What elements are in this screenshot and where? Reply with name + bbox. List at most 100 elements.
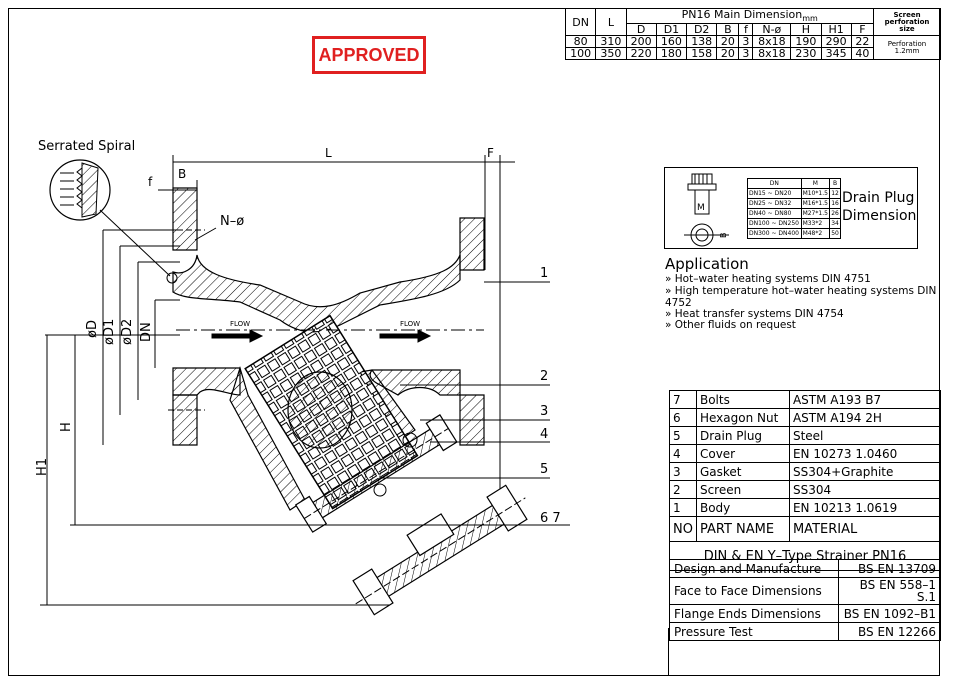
cell: 345	[820, 47, 852, 61]
strainer-drawing: Serrated Spiral L F f B N–ø	[35, 139, 570, 616]
cell: Screen	[695, 480, 790, 499]
cell: M10*1.5	[800, 188, 831, 199]
left-flange-top	[172, 187, 198, 251]
list-item: 4752	[665, 297, 692, 309]
dim-f-label: F	[487, 146, 494, 160]
cell: Bolts	[695, 390, 790, 409]
cell: Steel	[788, 426, 942, 445]
cell: 20	[716, 35, 740, 49]
cell: Flange Ends Dimensions	[669, 604, 839, 623]
cell: 4	[669, 444, 697, 463]
cell: B	[829, 178, 841, 189]
cell: BS EN 13709	[838, 559, 941, 578]
right-flange-top	[459, 217, 485, 271]
dim-h-label: H	[59, 422, 74, 432]
drain-plug-title: Drain Plug Dimension	[842, 190, 917, 224]
cell: 8x18	[752, 47, 792, 61]
cell: DN100 ~ DN250	[747, 218, 802, 229]
cell: Drain Plug	[695, 426, 790, 445]
cell: 160	[655, 35, 688, 49]
body-upper-wall	[172, 254, 461, 333]
cell: Body	[695, 498, 790, 517]
cell: 190	[790, 35, 822, 49]
col-ff: F	[850, 23, 875, 37]
body-lower-left	[172, 367, 241, 396]
cell: MATERIAL	[788, 516, 942, 542]
callout-6-7: 6 7	[540, 511, 561, 526]
cell: 138	[686, 35, 718, 49]
cell: M48*2	[800, 228, 831, 239]
main-dimension-table: DN L PN16 Main Dimensionmm Screen perfor…	[564, 7, 941, 61]
dim-d1-label: øD1	[102, 319, 117, 345]
cell: DN300 ~ DN400	[747, 228, 802, 239]
cell: 180	[655, 47, 688, 61]
callout-1: 1	[540, 266, 548, 281]
cell: 50	[829, 228, 841, 239]
callout-5: 5	[540, 462, 548, 477]
title-block-border	[668, 628, 669, 676]
cell: 5	[669, 426, 697, 445]
col-d1: D1	[655, 23, 688, 37]
flow-arrow	[379, 329, 432, 343]
application-title: Application	[665, 255, 749, 273]
m-label: M	[697, 203, 705, 213]
screen-inner	[287, 371, 353, 449]
cell: DN	[747, 178, 802, 189]
cell: ASTM A193 B7	[788, 390, 942, 409]
list-item: » Hot–water heating systems DIN 4751	[665, 273, 871, 285]
dim-b-label: B	[178, 167, 186, 181]
cell: SS304+Graphite	[788, 462, 942, 481]
cell: PART NAME	[695, 516, 790, 542]
dim-dn-label: DN	[139, 322, 154, 342]
cell: Hexagon Nut	[695, 408, 790, 427]
col-f: f	[738, 23, 754, 37]
cell: M	[800, 178, 831, 189]
col-d2: D2	[686, 23, 718, 37]
list-item: » High temperature hot–water heating sys…	[665, 285, 937, 297]
drawing-frame	[8, 8, 940, 676]
cell: BS EN 1092–B1	[838, 604, 941, 623]
list-item: » Other fluids on request	[665, 319, 796, 331]
cell: M27*1.5	[800, 208, 831, 219]
cell: DN15 ~ DN20	[747, 188, 802, 199]
cell: 34	[829, 218, 841, 229]
dim-n-label: N–ø	[220, 214, 244, 229]
cell: DN25 ~ DN32	[747, 198, 802, 209]
cell: Face to Face Dimensions	[669, 577, 839, 605]
drain-plug-drawing: M B	[684, 173, 729, 247]
cell: 7	[669, 390, 697, 409]
screen-header: Screen perforation size	[873, 7, 941, 37]
flow-label: FLOW	[230, 320, 250, 328]
dim-h1-label: H1	[35, 458, 50, 476]
cell: SS304	[788, 480, 942, 499]
cell: 2	[669, 480, 697, 499]
cell: NO	[669, 516, 697, 542]
cell: 20	[716, 47, 740, 61]
cell: Gasket	[695, 462, 790, 481]
cell: 8x18	[752, 35, 792, 49]
col-n: N-ø	[752, 23, 792, 37]
cell: 16	[829, 198, 841, 209]
col-h1: H1	[820, 23, 852, 37]
cell: Design and Manufacture	[669, 559, 839, 578]
col-b: B	[716, 23, 740, 37]
flow-label: FLOW	[400, 320, 420, 328]
cell: EN 10273 1.0460	[788, 444, 942, 463]
b-label: B	[719, 233, 728, 239]
col-dn: DN	[564, 7, 597, 37]
col-l: L	[595, 7, 627, 37]
callout-3: 3	[540, 404, 548, 419]
